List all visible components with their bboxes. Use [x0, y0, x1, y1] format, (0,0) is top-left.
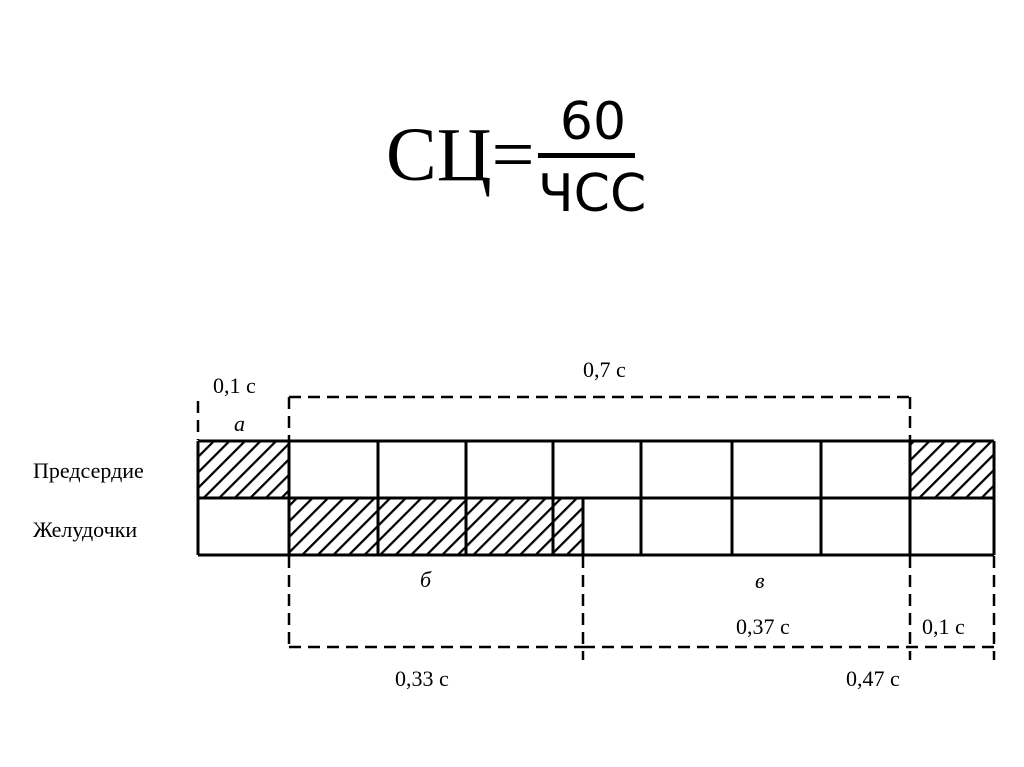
row-label-atria: Предсердие: [33, 458, 144, 483]
cardiac-cycle-formula: СЦ= 60 ЧСС: [0, 0, 1024, 250]
phase-label-a: а: [234, 411, 245, 436]
diastole-part-time: 0,37 с: [736, 614, 790, 639]
ventricular-time-total: 0,7 с: [583, 357, 626, 382]
total-diastole-time: 0,47 с: [846, 666, 900, 691]
phase-label-v: в: [755, 568, 765, 593]
top-dashed-brackets: [196, 395, 912, 440]
row-label-ventricles: Желудочки: [33, 517, 137, 542]
cycle-grid: [196, 439, 996, 557]
formula-left-side: СЦ=: [386, 113, 535, 197]
ventricular-systole-cells: [289, 498, 583, 555]
bottom-dashed-brackets: [287, 556, 996, 660]
formula-denominator: ЧСС: [538, 164, 647, 224]
formula-numerator: 60: [559, 92, 627, 152]
atrial-systole-cells: [198, 441, 994, 498]
phase-label-b: б: [420, 567, 432, 592]
atrial-part-time: 0,1 с: [922, 614, 965, 639]
atrial-systole-time: 0,1 с: [213, 373, 256, 398]
fraction-bar: [538, 153, 635, 158]
ventricular-systole-time: 0,33 с: [395, 666, 449, 691]
